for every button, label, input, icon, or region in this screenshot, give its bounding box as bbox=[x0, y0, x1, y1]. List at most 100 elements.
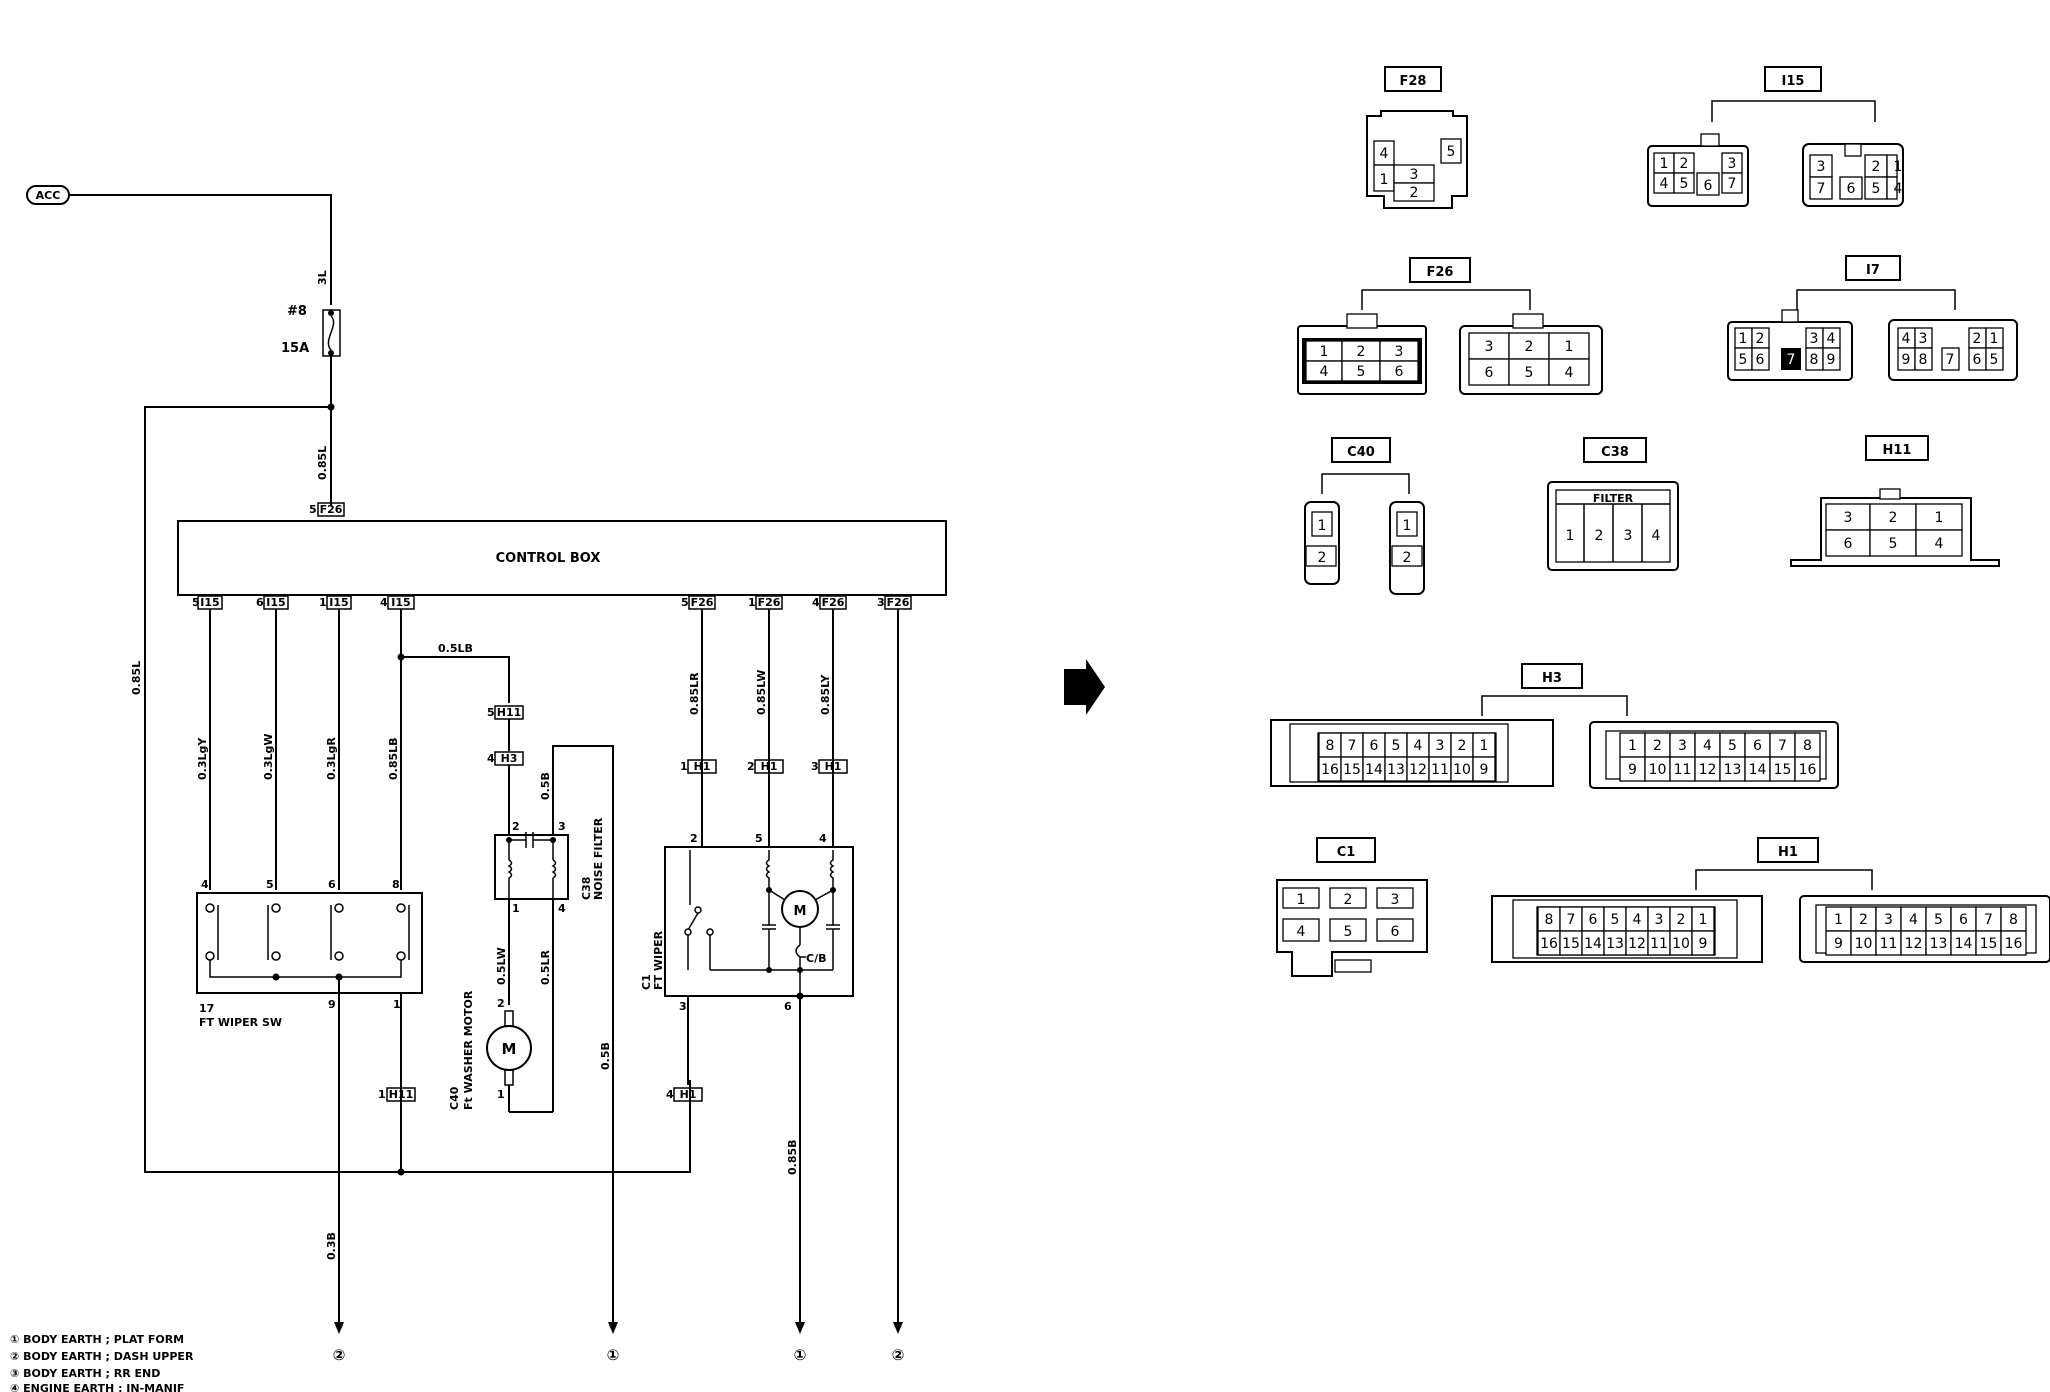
h1-4-conn: H1 bbox=[680, 1088, 697, 1101]
svg-text:8: 8 bbox=[1919, 352, 1928, 368]
wiper-switch bbox=[196, 892, 423, 994]
c1-connector: 1 2 3 4 5 6 bbox=[1276, 879, 1428, 977]
h1-right-pin-label: 6 bbox=[1959, 912, 1968, 928]
svg-text:I15: I15 bbox=[200, 596, 219, 609]
svg-text:3: 3 bbox=[1624, 528, 1633, 544]
svg-text:2: 2 bbox=[1525, 339, 1534, 355]
h1-right-pin-cell bbox=[2000, 930, 2027, 956]
h1-right-pin-label: 11 bbox=[1880, 936, 1898, 952]
wiper-name: FT WIPER bbox=[652, 930, 665, 990]
h1-right-pin-cell bbox=[1925, 930, 1952, 956]
sw-pin-1: 1 bbox=[393, 998, 401, 1011]
c40-title: C40 bbox=[1347, 445, 1375, 460]
svg-text:1: 1 bbox=[1660, 156, 1669, 172]
h3-left-pin-label: 16 bbox=[1321, 762, 1339, 778]
svg-text:6: 6 bbox=[1844, 536, 1853, 552]
svg-text:1: 1 bbox=[1566, 528, 1575, 544]
h1-left-pin-cell bbox=[1691, 930, 1715, 956]
h3-right-pin-label: 12 bbox=[1699, 762, 1717, 778]
svg-text:F26: F26 bbox=[758, 596, 781, 609]
control-box-label: CONTROL BOX bbox=[496, 551, 601, 566]
svg-text:1: 1 bbox=[1403, 518, 1412, 534]
cb-top-pin: 5 bbox=[309, 503, 317, 516]
f26-connector-right: 3 2 1 6 5 4 bbox=[1459, 313, 1603, 395]
h1-right-pin-label: 13 bbox=[1930, 936, 1948, 952]
i15-connector-left: 1 2 3 4 5 6 7 bbox=[1647, 133, 1749, 207]
h1-right-pin-cell bbox=[1900, 930, 1927, 956]
h3-right-pin-label: 3 bbox=[1678, 738, 1687, 754]
svg-text:1: 1 bbox=[319, 596, 327, 609]
h3-right-pin-cell bbox=[1619, 756, 1646, 782]
wire-label-085lb: 0.85LB bbox=[387, 737, 400, 780]
wiper-id: C1 bbox=[640, 974, 653, 990]
i7-title: I7 bbox=[1866, 263, 1880, 278]
h1-left-pin-label: 1 bbox=[1699, 912, 1708, 928]
svg-text:7: 7 bbox=[1946, 352, 1955, 368]
wire-label-3l: 3L bbox=[316, 270, 329, 285]
h1-left-pin-label: 12 bbox=[1628, 936, 1646, 952]
h3-right-pin-label: 9 bbox=[1628, 762, 1637, 778]
wm-id: C40 bbox=[448, 1086, 461, 1110]
svg-text:4: 4 bbox=[1935, 536, 1944, 552]
h3-left-pin-label: 3 bbox=[1436, 738, 1445, 754]
h11-connector: 3 2 1 6 5 4 bbox=[1790, 488, 2000, 567]
f28-connector: 4 5 1 3 2 bbox=[1366, 110, 1468, 209]
h1-3-pin: 3 bbox=[811, 760, 819, 773]
h1-right-pin-label: 12 bbox=[1905, 936, 1923, 952]
h3-left-pin-label: 10 bbox=[1453, 762, 1471, 778]
svg-text:1: 1 bbox=[1380, 172, 1389, 188]
h3-left-pin-label: 4 bbox=[1414, 738, 1423, 754]
h3-right-pin-label: 4 bbox=[1703, 738, 1712, 754]
h1-right-pin-cell bbox=[1950, 930, 1977, 956]
svg-text:1: 1 bbox=[1565, 339, 1574, 355]
svg-text:4: 4 bbox=[1297, 924, 1306, 940]
wiper-pin-4: 4 bbox=[819, 832, 827, 845]
h1-right-pin-cell bbox=[1900, 906, 1927, 932]
h11-5-pin: 5 bbox=[487, 706, 495, 719]
h3-right-pin-cell bbox=[1794, 756, 1821, 782]
h3-right-pin-cell bbox=[1769, 756, 1796, 782]
f26-title: F26 bbox=[1427, 265, 1454, 280]
i15-connector-right: 3 2 1 7 6 5 4 bbox=[1802, 143, 1904, 207]
svg-text:1: 1 bbox=[1739, 331, 1748, 347]
wire-label-085lw: 0.85LW bbox=[755, 670, 768, 715]
h1-left-pin-label: 5 bbox=[1611, 912, 1620, 928]
h11-1-conn: H11 bbox=[389, 1088, 414, 1101]
svg-text:3: 3 bbox=[1810, 331, 1819, 347]
c1-title: C1 bbox=[1337, 845, 1356, 860]
svg-text:7: 7 bbox=[1817, 181, 1826, 197]
svg-text:1: 1 bbox=[1320, 344, 1329, 360]
h3-right-pin-cell bbox=[1719, 732, 1746, 758]
wire-label-05lw: 0.5LW bbox=[495, 947, 508, 985]
arrow-right-icon bbox=[1064, 659, 1105, 715]
h3-left-pin-label: 5 bbox=[1392, 738, 1401, 754]
h1-right-pin-label: 14 bbox=[1955, 936, 1973, 952]
svg-text:3: 3 bbox=[1817, 159, 1826, 175]
nf-name: NOISE FILTER bbox=[592, 817, 605, 900]
svg-text:5: 5 bbox=[1680, 176, 1689, 192]
h3-right-pin-label: 15 bbox=[1774, 762, 1792, 778]
svg-text:2: 2 bbox=[1973, 331, 1982, 347]
svg-text:4: 4 bbox=[812, 596, 820, 609]
earth-symbol-2b: ② bbox=[892, 1346, 905, 1364]
sw-name: FT WIPER SW bbox=[199, 1016, 282, 1029]
h3-left-pin-cell bbox=[1472, 756, 1496, 782]
h1-right-pin-label: 7 bbox=[1984, 912, 1993, 928]
svg-text:3: 3 bbox=[1485, 339, 1494, 355]
wm-pin-1: 1 bbox=[497, 1088, 505, 1101]
wire-label-05lb: 0.5LB bbox=[438, 642, 473, 655]
svg-text:I15: I15 bbox=[266, 596, 285, 609]
svg-text:6: 6 bbox=[1395, 364, 1404, 380]
wire-label-03lgy: 0.3LgY bbox=[196, 737, 209, 780]
f28-title: F28 bbox=[1400, 74, 1427, 89]
wire-label-03lgw: 0.3LgW bbox=[262, 733, 275, 780]
svg-text:5: 5 bbox=[1357, 364, 1366, 380]
wire-label-085b: 0.85B bbox=[786, 1139, 799, 1175]
svg-text:6: 6 bbox=[256, 596, 264, 609]
h3-right-pin-label: 6 bbox=[1753, 738, 1762, 754]
svg-text:3: 3 bbox=[1391, 892, 1400, 908]
h3-right-pin-cell bbox=[1644, 756, 1671, 782]
svg-text:F26: F26 bbox=[822, 596, 845, 609]
